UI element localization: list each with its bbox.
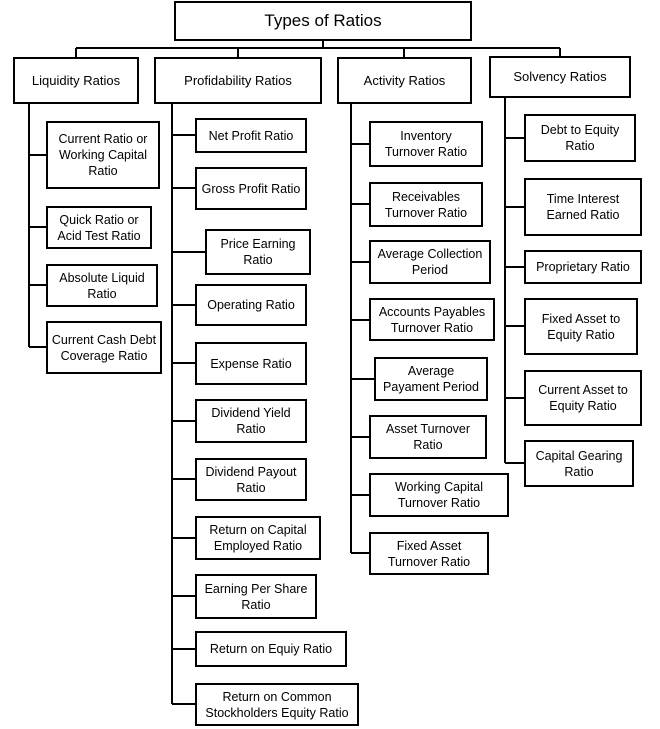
profitability-item: Dividend Yield Ratio bbox=[195, 399, 307, 443]
item-label: Average Payament Period bbox=[383, 364, 479, 394]
item-label: Return on Common Stockholders Equity Rat… bbox=[205, 689, 349, 720]
category-solvency: Solvency Ratios bbox=[489, 56, 631, 98]
item-label: Return on Equiy Ratio bbox=[209, 642, 333, 656]
profitability-item: Net Profit Ratio bbox=[195, 118, 307, 153]
category-liquidity: Liquidity Ratios bbox=[13, 57, 139, 104]
item-label: Time Interest Earned Ratio bbox=[546, 192, 620, 222]
category-title: Solvency Ratios bbox=[513, 69, 607, 84]
profitability-item: Dividend Payout Ratio bbox=[195, 458, 307, 501]
item-label: Working Capital Turnover Ratio bbox=[394, 480, 483, 510]
item-label: Net Profit Ratio bbox=[208, 128, 294, 143]
solvency-item: Current Asset to Equity Ratio bbox=[524, 370, 642, 426]
item-label: Operating Ratio bbox=[207, 298, 295, 312]
profitability-item: Operating Ratio bbox=[195, 284, 307, 326]
activity-item: Inventory Turnover Ratio bbox=[369, 121, 483, 167]
item-label: Inventory Turnover Ratio bbox=[384, 129, 468, 159]
profitability-item: Return on Common Stockholders Equity Rat… bbox=[195, 683, 359, 726]
profitability-item: Return on Equiy Ratio bbox=[195, 631, 347, 667]
profitability-item: Return on Capital Employed Ratio bbox=[195, 516, 321, 560]
item-label: Current Asset to Equity Ratio bbox=[538, 383, 628, 413]
activity-item: Average Collection Period bbox=[369, 240, 491, 284]
solvency-item: Capital Gearing Ratio bbox=[524, 440, 634, 487]
activity-item: Asset Turnover Ratio bbox=[369, 415, 487, 459]
profitability-item: Price Earning Ratio bbox=[205, 229, 311, 275]
liquidity-item: Current Ratio or Working Capital Ratio bbox=[46, 121, 160, 189]
item-label: Expense Ratio bbox=[210, 356, 292, 371]
activity-item: Receivables Turnover Ratio bbox=[369, 182, 483, 227]
category-title: Profidability Ratios bbox=[184, 72, 292, 88]
item-label: Proprietary Ratio bbox=[536, 260, 630, 274]
liquidity-item: Quick Ratio or Acid Test Ratio bbox=[46, 206, 152, 249]
profitability-item: Expense Ratio bbox=[195, 342, 307, 385]
solvency-item: Debt to Equity Ratio bbox=[524, 114, 636, 162]
item-label: Current Ratio or Working Capital Ratio bbox=[58, 132, 148, 178]
item-label: Capital Gearing Ratio bbox=[535, 448, 623, 479]
item-label: Fixed Asset to Equity Ratio bbox=[541, 311, 621, 342]
item-label: Current Cash Debt Coverage Ratio bbox=[51, 332, 157, 363]
profitability-item: Gross Profit Ratio bbox=[195, 167, 307, 210]
item-label: Return on Capital Employed Ratio bbox=[209, 523, 307, 553]
item-label: Earning Per Share Ratio bbox=[204, 581, 308, 612]
item-label: Dividend Payout Ratio bbox=[205, 464, 297, 495]
category-title: Liquidity Ratios bbox=[31, 72, 121, 88]
activity-item: Average Payament Period bbox=[374, 357, 488, 401]
item-label: Debt to Equity Ratio bbox=[540, 123, 620, 153]
activity-item: Working Capital Turnover Ratio bbox=[369, 473, 509, 517]
liquidity-item: Absolute Liquid Ratio bbox=[46, 264, 158, 307]
solvency-item: Fixed Asset to Equity Ratio bbox=[524, 298, 638, 355]
item-label: Gross Profit Ratio bbox=[201, 181, 301, 196]
item-label: Average Collection Period bbox=[377, 247, 483, 277]
item-label: Price Earning Ratio bbox=[220, 237, 296, 267]
category-activity: Activity Ratios bbox=[337, 57, 472, 104]
liquidity-item: Current Cash Debt Coverage Ratio bbox=[46, 321, 162, 374]
profitability-item: Earning Per Share Ratio bbox=[195, 574, 317, 619]
item-label: Quick Ratio or Acid Test Ratio bbox=[57, 212, 141, 243]
activity-item: Fixed Asset Turnover Ratio bbox=[369, 532, 489, 575]
item-label: Receivables Turnover Ratio bbox=[384, 189, 468, 220]
solvency-item: Time Interest Earned Ratio bbox=[524, 178, 642, 236]
activity-item: Accounts Payables Turnover Ratio bbox=[369, 298, 495, 341]
root-label: Types of Ratios bbox=[264, 11, 382, 30]
item-label: Fixed Asset Turnover Ratio bbox=[387, 538, 471, 569]
root-node: Types of Ratios bbox=[174, 1, 472, 41]
item-label: Asset Turnover Ratio bbox=[385, 422, 471, 452]
item-label: Absolute Liquid Ratio bbox=[59, 270, 145, 301]
item-label: Dividend Yield Ratio bbox=[211, 406, 291, 436]
category-profitability: Profidability Ratios bbox=[154, 57, 322, 104]
item-label: Accounts Payables Turnover Ratio bbox=[378, 304, 486, 335]
category-title: Activity Ratios bbox=[363, 72, 446, 88]
solvency-item: Proprietary Ratio bbox=[524, 250, 642, 284]
